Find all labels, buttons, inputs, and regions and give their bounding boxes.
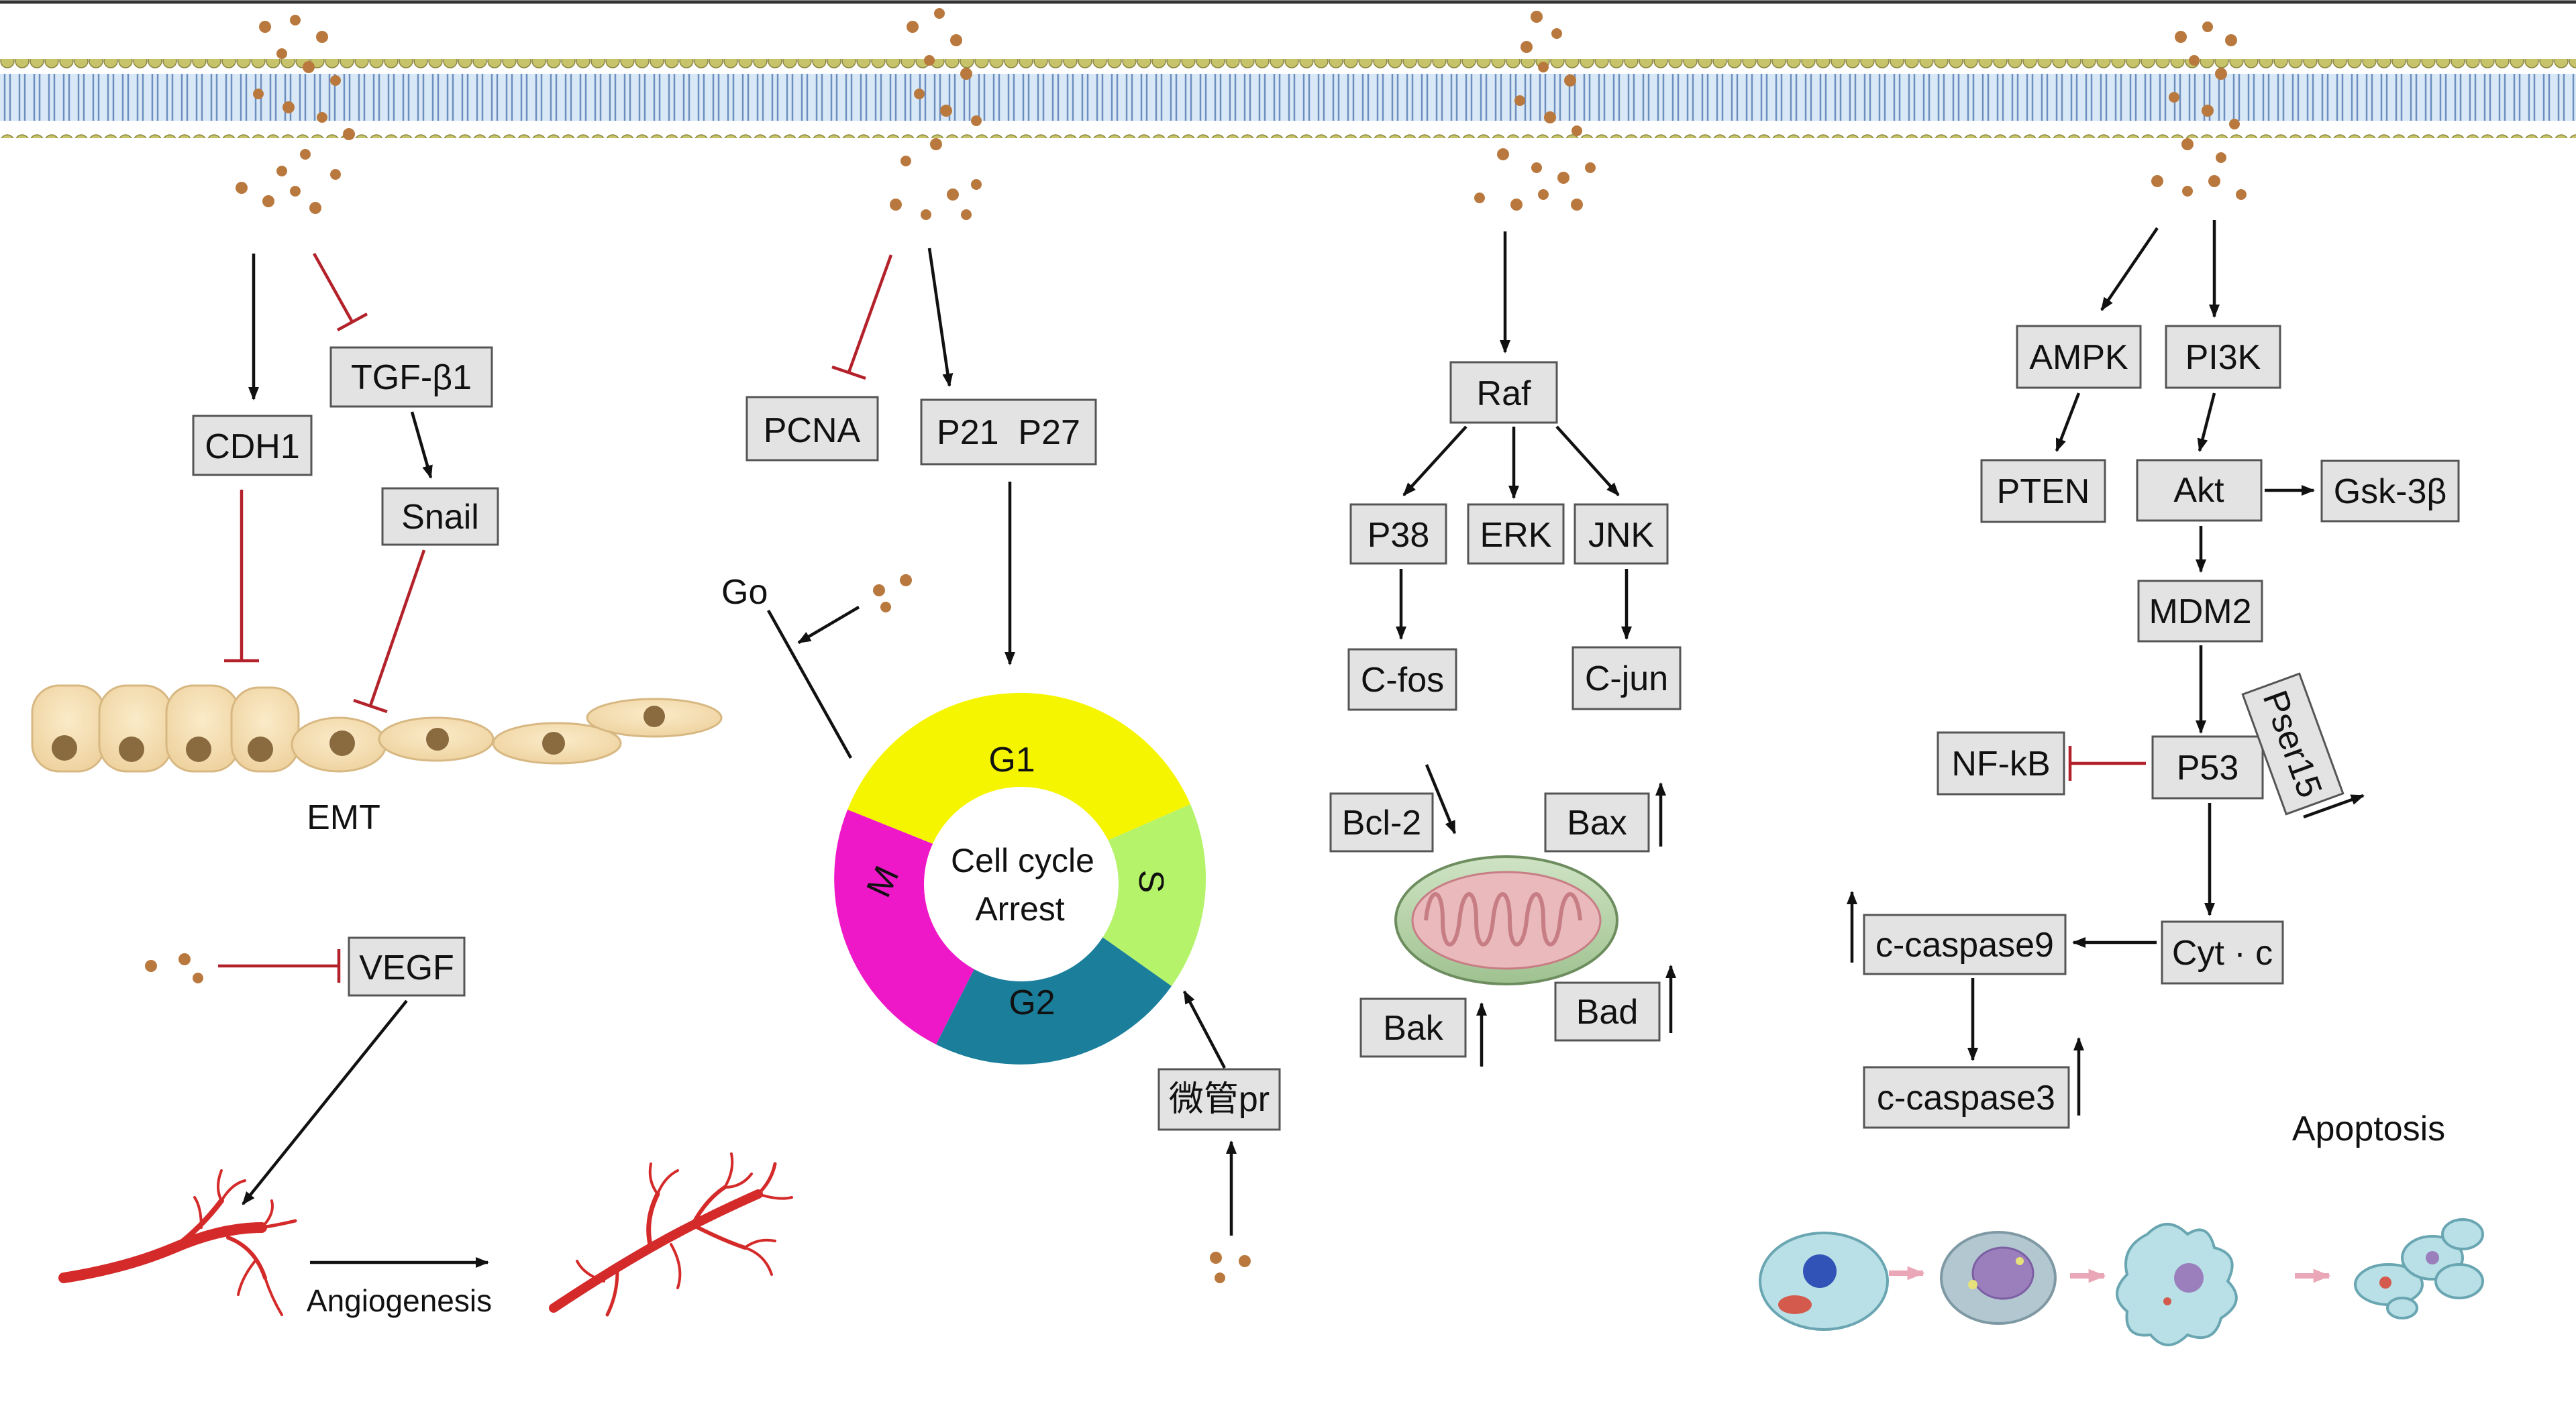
shrinking-cell-icon [1940,1231,2057,1325]
apoptotic-bodies-icon [2354,1218,2484,1319]
raf-node: Raf [1449,361,1558,424]
pser15-node: Pser15 [2241,672,2345,816]
p21-p27-node: P21 P27 [920,398,1097,466]
bcl2-node: Bcl-2 [1329,792,1434,853]
emt-label: EMT [307,798,380,837]
bad-node: Bad [1554,981,1661,1042]
apoptosis-label: Apoptosis [2292,1109,2445,1148]
svg-text:P21 P27: P21 P27 [937,413,1080,452]
svg-text:Raf: Raf [1477,374,1531,413]
cell-cycle-center-line2: Arrest [975,890,1064,928]
casp3-node: c-caspase3 [1863,1066,2070,1129]
nfkb-node: NF-kB [1937,731,2065,796]
svg-text:ERK: ERK [1480,516,1552,555]
angiogenesis-label: Angiogenesis [307,1283,492,1318]
casp9-node: c-caspase9 [1863,914,2067,975]
bak-node: Bak [1359,997,1467,1058]
svg-text:c-caspase3: c-caspase3 [1877,1079,2055,1118]
cell-cycle-center-line1: Cell cycle [951,842,1094,879]
ampk-node: AMPK [2016,325,2142,389]
p38-node: P38 [1349,503,1447,565]
pten-node: PTEN [1980,459,2106,523]
bax-node: Bax [1544,792,1650,853]
phase-s-label: S [1131,870,1170,893]
snail-node: Snail [381,487,499,546]
pcna-node: PCNA [745,396,879,462]
emt-panel: CDH1 TGF-β1 Snail [31,252,793,1318]
mitochondrion-icon [1394,855,1618,985]
svg-text:Bak: Bak [1383,1009,1444,1048]
svg-text:Akt: Akt [2173,471,2224,510]
phase-g1-label: G1 [988,741,1035,779]
svg-text:PI3K: PI3K [2185,338,2261,377]
healthy-cell-icon [1759,1232,1889,1331]
pi3k-node: PI3K [2165,325,2281,389]
drug-particles [145,8,2247,1283]
cfos-node: C-fos [1347,648,1457,711]
svg-text:MDM2: MDM2 [2149,592,2251,631]
cell-cycle-ring: G1 S G2 M Cell cycle Arrest [834,692,1206,1065]
svg-text:P38: P38 [1368,516,1430,555]
cdh1-node: CDH1 [192,415,313,476]
microtubule-node: 微管pr [1157,1068,1281,1131]
akt-node: Akt [2136,459,2263,522]
svg-text:Gsk-3β: Gsk-3β [2334,472,2447,511]
phase-g1 [847,692,1190,879]
cell-cycle-panel: PCNA P21 P27 Go G1 S G2 M Cell cycle Arr… [721,248,1281,1236]
svg-text:c-caspase9: c-caspase9 [1875,926,2054,965]
emt-cells [31,684,723,773]
svg-text:VEGF: VEGF [359,949,454,987]
svg-text:P53: P53 [2177,749,2239,788]
blood-vessel-small [58,1169,297,1316]
svg-text:Bax: Bax [1567,804,1627,843]
svg-text:PTEN: PTEN [1997,472,2090,511]
svg-text:C-jun: C-jun [1585,659,1668,698]
gsk3b-node: Gsk-3β [2320,459,2460,523]
jnk-node: JNK [1574,503,1669,565]
blood-vessel-large [549,1152,793,1317]
apoptosis-stages [1759,1218,2484,1346]
go-label: Go [721,573,768,612]
p53-node: P53 [2151,735,2264,800]
mdm2-node: MDM2 [2137,580,2263,643]
svg-text:PCNA: PCNA [764,411,861,450]
svg-text:Snail: Snail [401,498,479,537]
apoptosis-panel: AMPK PI3K PTEN Akt Gsk-3β MDM2 P53 [1759,220,2484,1346]
mapk-panel: Raf P38 ERK JNK C-fos C-jun Bcl-2 [1329,231,1682,1067]
svg-text:AMPK: AMPK [2029,338,2128,377]
vegf-node: VEGF [348,936,466,997]
svg-text:TGF-β1: TGF-β1 [351,358,472,397]
svg-text:Cyt · c: Cyt · c [2172,934,2273,973]
svg-text:Bcl-2: Bcl-2 [1342,804,1421,843]
svg-text:JNK: JNK [1588,516,1655,555]
svg-text:NF-kB: NF-kB [1951,745,2050,783]
tgfb1-node: TGF-β1 [329,346,493,408]
svg-text:CDH1: CDH1 [205,427,300,466]
phase-g2-label: G2 [1009,983,1055,1022]
cytc-node: Cyt · c [2161,920,2284,985]
cell-membrane [0,0,2576,138]
blebbing-cell-icon [2116,1223,2238,1346]
erk-node: ERK [1467,503,1565,565]
svg-text:C-fos: C-fos [1361,661,1444,700]
cjun-node: C-jun [1572,646,1682,710]
svg-text:微管pr: 微管pr [1169,1080,1270,1119]
svg-text:Bad: Bad [1576,993,1639,1032]
